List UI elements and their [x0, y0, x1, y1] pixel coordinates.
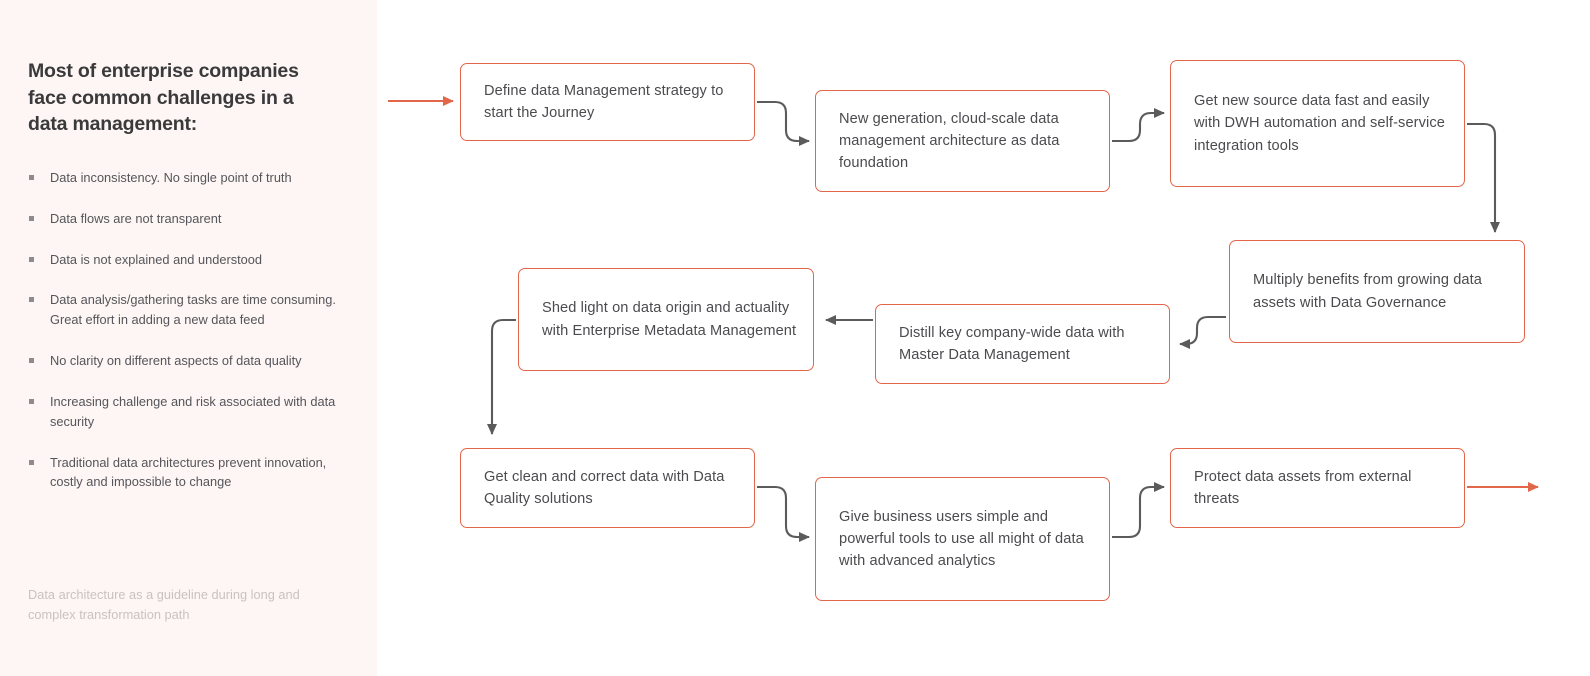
connector-analytics-to-security	[1112, 481, 1165, 539]
challenge-list: Data inconsistency. No single point of t…	[28, 168, 348, 513]
bullet-square-icon	[29, 459, 34, 465]
list-item-label: Data is not explained and understood	[50, 251, 263, 267]
connector-define-to-newgen	[757, 100, 810, 147]
list-item: Data is not explained and understood	[28, 250, 348, 270]
connector-dataquality-to-analytics	[757, 485, 810, 543]
flow-node-label: Get new source data fast and easily with…	[1194, 93, 1445, 154]
list-item: Traditional data architectures prevent i…	[28, 453, 348, 493]
flow-node-data-security[interactable]: Protect data assets from external threat…	[1170, 448, 1465, 528]
flow-node-data-governance[interactable]: Multiply benefits from growing data asse…	[1229, 240, 1525, 343]
flow-node-define-strategy[interactable]: Define data Management strategy to start…	[460, 63, 755, 141]
sidebar-footer-note: Data architecture as a guideline during …	[28, 587, 300, 622]
connector-dwh-to-governance	[1467, 122, 1501, 233]
flow-node-master-data[interactable]: Distill key company-wide data with Maste…	[875, 304, 1170, 384]
list-item-label: Data inconsistency. No single point of t…	[50, 170, 292, 185]
bullet-square-icon	[29, 398, 34, 404]
bullet-square-icon	[29, 358, 34, 364]
flow-node-label: Distill key company-wide data with Maste…	[899, 324, 1125, 363]
bullet-square-icon	[29, 175, 34, 180]
flow-node-dwh-automation[interactable]: Get new source data fast and easily with…	[1170, 60, 1465, 187]
list-item-label: Data analysis/gathering tasks are time c…	[50, 292, 336, 328]
flow-node-label: Protect data assets from external threat…	[1194, 468, 1412, 507]
connector-governance-to-masterdata	[1179, 315, 1226, 350]
flow-node-label: Give business users simple and powerful …	[839, 508, 1084, 570]
flow-node-metadata-management[interactable]: Shed light on data origin and actuality …	[518, 268, 814, 371]
connector-metadata-to-dataquality	[486, 318, 516, 435]
connector-newgen-to-dwh	[1112, 107, 1165, 143]
bullet-square-icon	[29, 297, 34, 303]
list-item: Data analysis/gathering tasks are time c…	[28, 290, 348, 330]
sidebar-title: Most of enterprise companies face common…	[28, 60, 299, 136]
flow-node-label: Multiply benefits from growing data asse…	[1253, 272, 1482, 311]
flow-node-label: Get clean and correct data with Data Qua…	[484, 468, 725, 507]
bullet-square-icon	[29, 256, 34, 262]
flow-node-advanced-analytics[interactable]: Give business users simple and powerful …	[815, 477, 1110, 601]
flow-node-label: Define data Management strategy to start…	[484, 82, 724, 121]
list-item: Increasing challenge and risk associated…	[28, 392, 348, 432]
list-item-label: Increasing challenge and risk associated…	[50, 393, 336, 429]
flow-node-label: New generation, cloud-scale data managem…	[839, 110, 1060, 172]
flow-node-data-quality[interactable]: Get clean and correct data with Data Qua…	[460, 448, 755, 528]
list-item: Data inconsistency. No single point of t…	[28, 168, 348, 188]
list-item: No clarity on different aspects of data …	[28, 351, 348, 371]
list-item: Data flows are not transparent	[28, 209, 348, 229]
list-item-label: Data flows are not transparent	[50, 210, 222, 226]
list-item-label: No clarity on different aspects of data …	[50, 353, 302, 369]
bullet-square-icon	[29, 215, 34, 221]
list-item-label: Traditional data architectures prevent i…	[50, 454, 327, 490]
flow-node-new-generation[interactable]: New generation, cloud-scale data managem…	[815, 90, 1110, 192]
challenges-sidebar: Most of enterprise companies face common…	[0, 0, 377, 676]
flow-node-label: Shed light on data origin and actuality …	[542, 300, 797, 339]
